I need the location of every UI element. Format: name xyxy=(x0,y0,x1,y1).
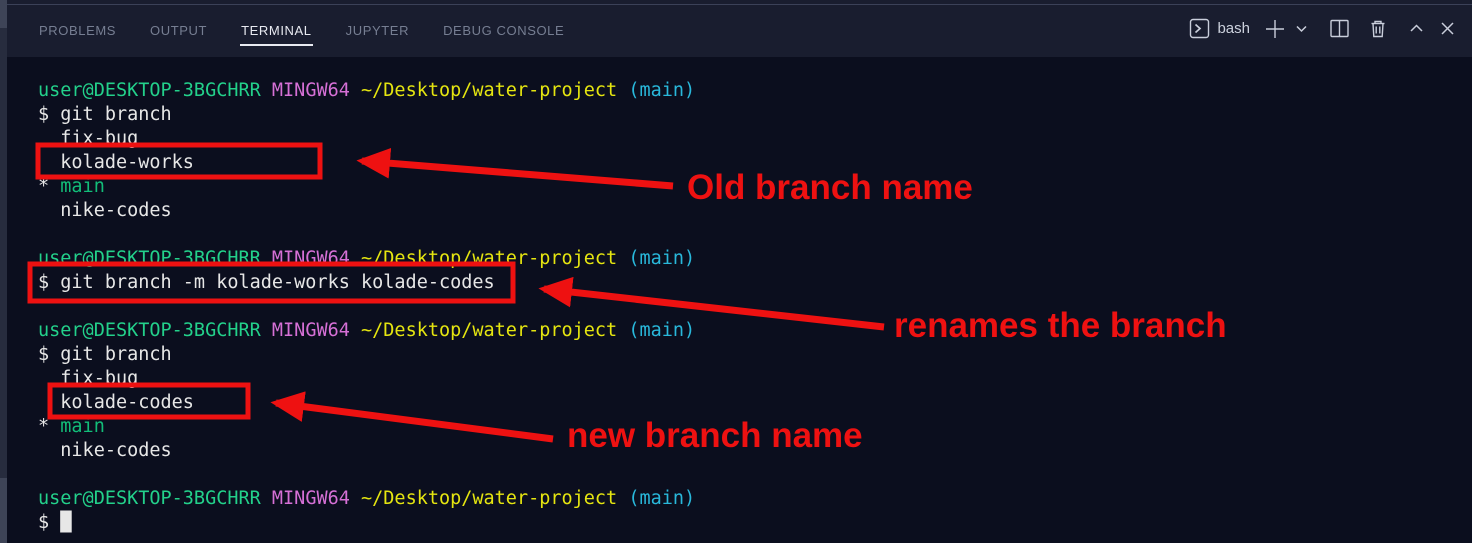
close-panel-button[interactable] xyxy=(1439,20,1456,37)
left-edge-scrollbar-segment[interactable] xyxy=(0,478,7,543)
panel-tab-bar: PROBLEMS OUTPUT TERMINAL JUPYTER DEBUG C… xyxy=(0,0,1472,57)
terminal-lines: user@DESKTOP-3BGCHRR MINGW64 ~/Desktop/w… xyxy=(38,79,1472,535)
terminal-line: user@DESKTOP-3BGCHRR MINGW64 ~/Desktop/w… xyxy=(38,248,696,269)
terminal-line: * main xyxy=(38,416,105,437)
terminal-line: * main xyxy=(38,176,105,197)
new-terminal-button[interactable] xyxy=(1264,18,1286,40)
window-left-edge xyxy=(0,0,7,543)
terminal-line xyxy=(38,295,1472,319)
terminal-line: user@DESKTOP-3BGCHRR MINGW64 ~/Desktop/w… xyxy=(38,320,696,341)
terminal-line: $ git branch xyxy=(38,344,172,365)
tab-output[interactable]: OUTPUT xyxy=(150,22,208,38)
terminal-line xyxy=(38,463,1472,487)
terminal-line: fix-bug xyxy=(38,128,139,149)
terminal-controls: bash xyxy=(1189,0,1456,57)
kill-terminal-button[interactable] xyxy=(1368,18,1388,39)
terminal-line: user@DESKTOP-3BGCHRR MINGW64 ~/Desktop/w… xyxy=(38,80,696,101)
terminal-line: user@DESKTOP-3BGCHRR MINGW64 ~/Desktop/w… xyxy=(38,488,696,509)
terminal-line: kolade-codes xyxy=(38,392,194,413)
shell-name-label[interactable]: bash xyxy=(1217,20,1250,37)
annotation-old-branch-name: Old branch name xyxy=(687,168,973,207)
terminal-icon xyxy=(1189,18,1210,39)
terminal-output-area[interactable]: user@DESKTOP-3BGCHRR MINGW64 ~/Desktop/w… xyxy=(7,57,1472,543)
terminal-line: $ git branch -m kolade-works kolade-code… xyxy=(38,272,495,293)
terminal-line: nike-codes xyxy=(38,200,172,221)
tab-terminal[interactable]: TERMINAL xyxy=(240,15,313,46)
left-edge-top-segment xyxy=(0,0,7,28)
tab-jupyter[interactable]: JUPYTER xyxy=(345,22,410,38)
terminal-cursor: █ xyxy=(60,512,72,533)
terminal-line: $ git branch xyxy=(38,104,172,125)
terminal-line: $ █ xyxy=(38,512,72,533)
terminal-line: nike-codes xyxy=(38,440,172,461)
split-terminal-button[interactable] xyxy=(1329,18,1350,39)
terminal-line: fix-bug xyxy=(38,368,139,389)
annotation-new-branch-name: new branch name xyxy=(567,416,863,455)
tab-problems[interactable]: PROBLEMS xyxy=(39,22,117,38)
annotation-renames-the-branch: renames the branch xyxy=(894,306,1227,345)
terminal-line xyxy=(38,223,1472,247)
tab-debug-console[interactable]: DEBUG CONSOLE xyxy=(443,22,565,38)
chevron-down-icon[interactable] xyxy=(1294,21,1309,36)
maximize-panel-button[interactable] xyxy=(1408,20,1425,37)
panel-top-border xyxy=(7,4,1472,5)
panel-tabs: PROBLEMS OUTPUT TERMINAL JUPYTER DEBUG C… xyxy=(38,6,565,54)
